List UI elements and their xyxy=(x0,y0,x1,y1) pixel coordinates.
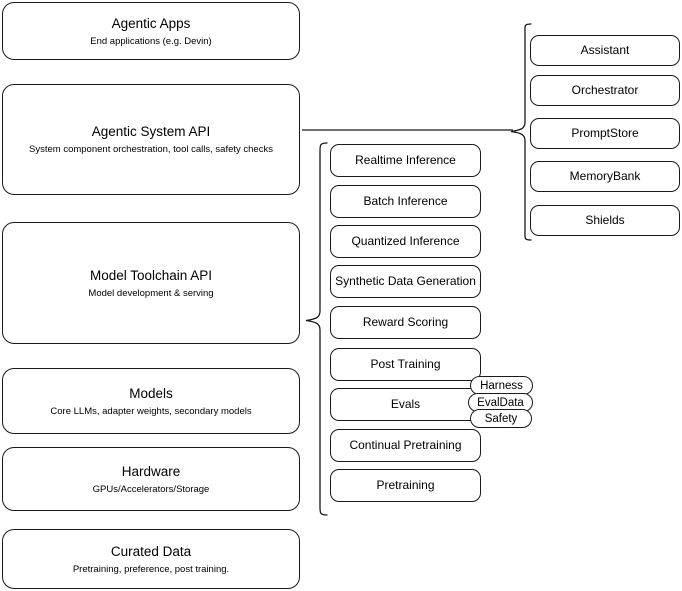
layer-title: Model Toolchain API xyxy=(89,267,213,283)
system-component-shields[interactable]: Shields xyxy=(530,205,680,236)
capability-post-training[interactable]: Post Training xyxy=(330,348,481,381)
system-component-label: Shields xyxy=(585,213,625,227)
capability-realtime-inference[interactable]: Realtime Inference xyxy=(330,144,481,177)
capability-quantized-inference[interactable]: Quantized Inference xyxy=(330,225,481,258)
capability-label: Batch Inference xyxy=(363,194,448,208)
layer-card-curated-data[interactable]: Curated Data Pretraining, preference, po… xyxy=(2,529,300,589)
capability-label: Post Training xyxy=(370,357,441,371)
capability-batch-inference[interactable]: Batch Inference xyxy=(330,185,481,218)
layer-card-model-toolchain-api[interactable]: Model Toolchain API Model development & … xyxy=(2,222,300,344)
capability-continual-pretraining[interactable]: Continual Pretraining xyxy=(330,429,481,462)
eval-pill-label: Safety xyxy=(484,412,518,425)
layer-title: Curated Data xyxy=(110,543,192,559)
capability-synthetic-data-generation[interactable]: Synthetic Data Generation xyxy=(330,265,481,298)
toolchain-brace-icon xyxy=(305,142,328,516)
capability-label: Synthetic Data Generation xyxy=(335,274,476,288)
layer-subtitle: System component orchestration, tool cal… xyxy=(29,144,273,155)
capability-pretraining[interactable]: Pretraining xyxy=(330,469,481,502)
capability-label: Reward Scoring xyxy=(362,315,449,329)
layer-title: Agentic Apps xyxy=(111,15,191,31)
system-components-brace-icon xyxy=(510,23,532,241)
layer-title: Hardware xyxy=(121,463,181,479)
layer-card-hardware[interactable]: Hardware GPUs/Accelerators/Storage xyxy=(2,447,300,511)
layer-subtitle: Model development & serving xyxy=(88,287,214,299)
capability-label: Quantized Inference xyxy=(351,234,460,248)
system-component-orchestrator[interactable]: Orchestrator xyxy=(530,75,680,106)
eval-pill-label: EvalData xyxy=(477,396,524,409)
system-component-memorybank[interactable]: MemoryBank xyxy=(530,161,680,192)
layer-subtitle: Pretraining, preference, post training. xyxy=(72,563,230,575)
layer-subtitle: Core LLMs, adapter weights, secondary mo… xyxy=(50,405,252,417)
layer-card-agentic-apps[interactable]: Agentic Apps End applications (e.g. Devi… xyxy=(2,2,300,60)
system-component-label: Assistant xyxy=(580,43,630,57)
layer-title: Agentic System API xyxy=(91,124,211,139)
capability-label: Evals xyxy=(390,397,421,411)
layer-subtitle: GPUs/Accelerators/Storage xyxy=(92,483,210,495)
capability-label: Continual Pretraining xyxy=(349,438,462,452)
layer-subtitle: End applications (e.g. Devin) xyxy=(90,35,212,47)
layer-title: Models xyxy=(129,385,173,401)
system-component-label: PromptStore xyxy=(571,126,639,140)
capability-label: Realtime Inference xyxy=(355,153,456,167)
system-component-label: MemoryBank xyxy=(569,169,641,183)
capability-reward-scoring[interactable]: Reward Scoring xyxy=(330,306,481,339)
eval-pill-safety[interactable]: Safety xyxy=(470,409,532,428)
eval-pill-label: Harness xyxy=(480,379,523,392)
capability-label: Pretraining xyxy=(376,478,435,492)
layer-card-models[interactable]: Models Core LLMs, adapter weights, secon… xyxy=(2,368,300,434)
system-component-label: Orchestrator xyxy=(571,83,639,97)
system-component-assistant[interactable]: Assistant xyxy=(530,35,680,66)
layer-card-agentic-system-api[interactable]: Agentic System API System component orch… xyxy=(2,84,300,195)
capability-evals[interactable]: Evals xyxy=(330,388,481,421)
system-component-promptstore[interactable]: PromptStore xyxy=(530,118,680,149)
